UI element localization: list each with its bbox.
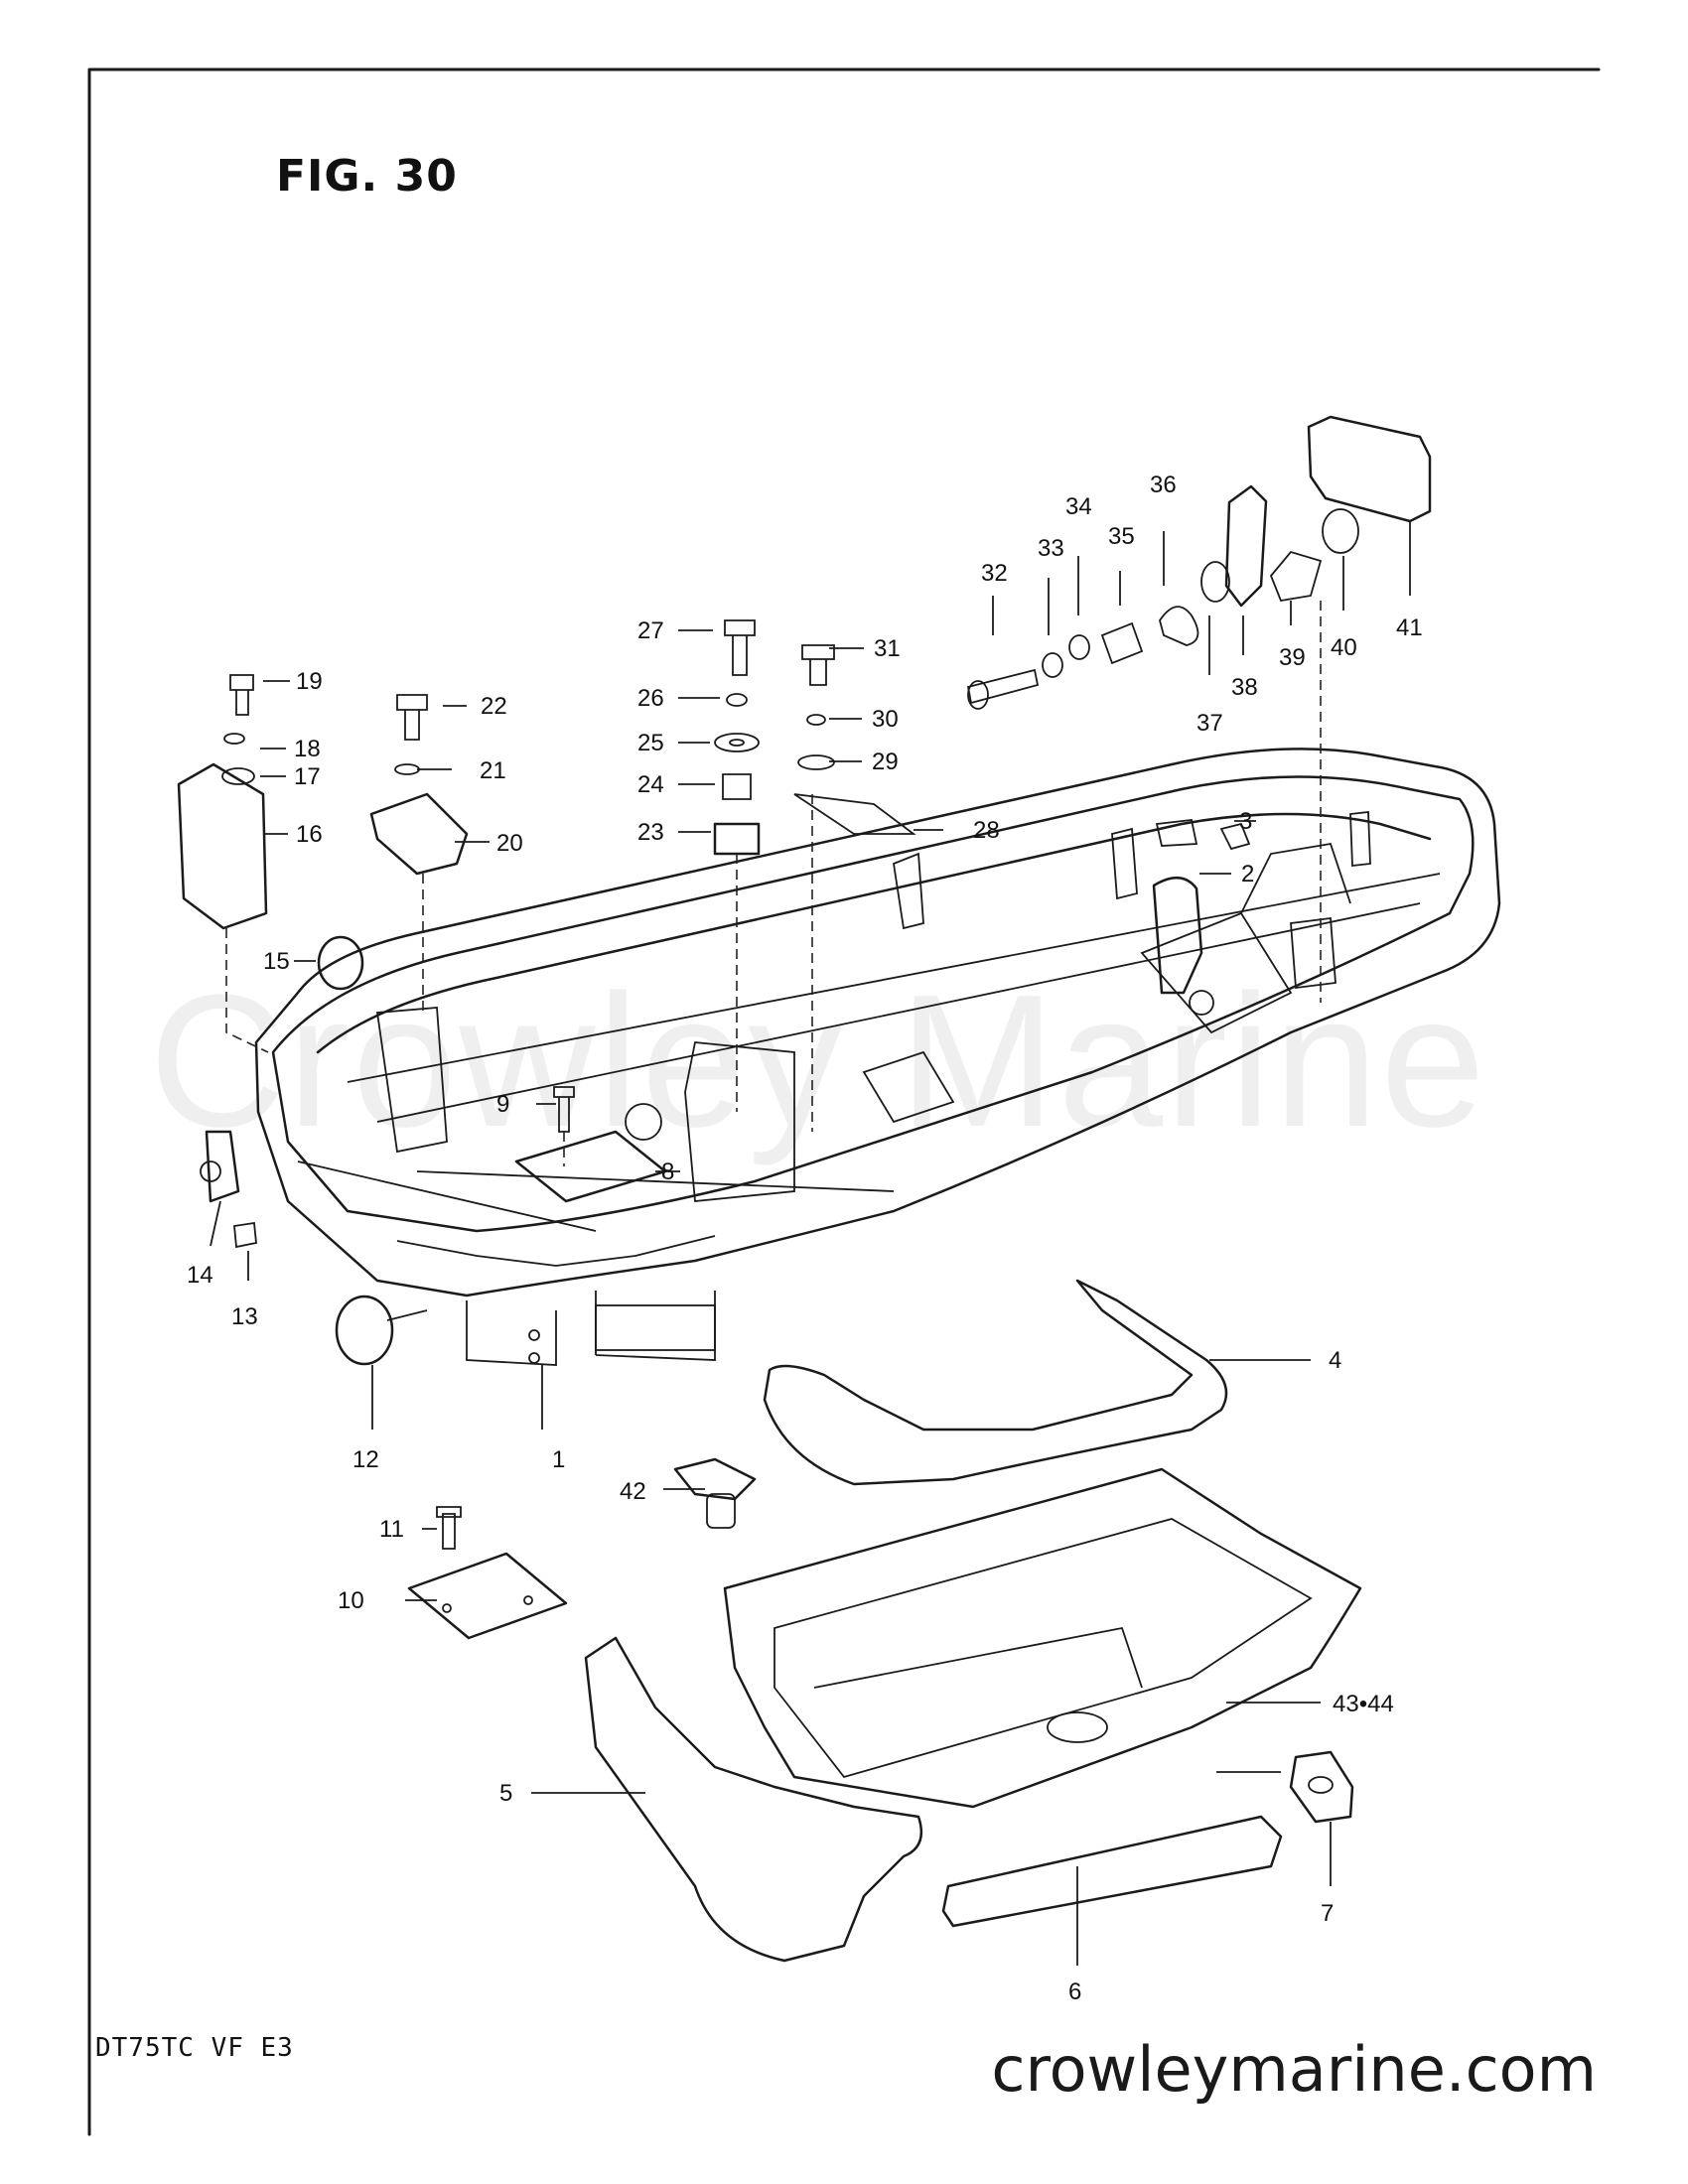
callout-39: 39: [1279, 644, 1306, 671]
figure-title: FIG. 30: [276, 151, 458, 202]
page-frame: [87, 68, 1601, 2136]
callout-2: 2: [1241, 861, 1254, 887]
callout-43-44: 43•44: [1333, 1691, 1394, 1717]
callout-26: 26: [637, 685, 664, 712]
part-42-fitting: [673, 1457, 757, 1501]
model-code: DT75TC VF E3: [95, 2033, 294, 2063]
callout-23: 23: [637, 819, 664, 846]
callout-19: 19: [296, 668, 323, 695]
part-43-44-pan: [723, 1467, 1362, 1809]
watermark: Crowley Marine: [149, 956, 1487, 1166]
callout-42: 42: [620, 1478, 646, 1505]
part-5-panel: [584, 1636, 923, 1963]
callout-27: 27: [637, 617, 664, 644]
callout-4: 4: [1329, 1347, 1341, 1374]
callout-21: 21: [480, 757, 506, 784]
callout-35: 35: [1108, 523, 1135, 550]
callout-28: 28: [973, 817, 1000, 844]
fastener-stack-center: [713, 619, 761, 1112]
part-8-plate: [514, 1130, 667, 1203]
callout-20: 20: [496, 830, 523, 857]
callout-13: 13: [231, 1303, 258, 1330]
part-16-bracket: [177, 762, 268, 930]
part-7-grommet: [1289, 1750, 1354, 1824]
callout-31: 31: [874, 635, 901, 662]
callout-labels: 1 2 3 4 5 6 7 8 9 10 11 12 13 14 15 16 1…: [187, 472, 1423, 2005]
lower-cover-body: [254, 748, 1501, 1366]
callout-34: 34: [1065, 493, 1092, 520]
callout-22: 22: [481, 693, 507, 720]
part-20-bracket: [369, 792, 469, 876]
callout-29: 29: [872, 749, 899, 775]
callout-16: 16: [296, 821, 323, 848]
callout-18: 18: [294, 736, 321, 762]
part-15-grommet: [317, 935, 364, 991]
part-14-grommet: [205, 1130, 240, 1203]
part-4-seal: [763, 1279, 1228, 1486]
callout-37: 37: [1196, 710, 1223, 737]
callout-7: 7: [1321, 1900, 1334, 1927]
part-10-plate: [407, 1552, 568, 1640]
callout-41: 41: [1396, 614, 1423, 641]
fastener-stack-right: [793, 644, 916, 1132]
callout-3: 3: [1239, 808, 1252, 835]
callout-1: 1: [552, 1446, 565, 1473]
callout-30: 30: [872, 706, 899, 733]
callout-9: 9: [496, 1091, 509, 1118]
callout-36: 36: [1150, 472, 1177, 498]
callout-8: 8: [661, 1159, 674, 1185]
latch-hardware: [966, 415, 1432, 1003]
callout-17: 17: [294, 763, 321, 790]
callout-33: 33: [1038, 535, 1064, 562]
callout-14: 14: [187, 1262, 213, 1289]
callout-24: 24: [637, 771, 664, 798]
part-12-plug: [335, 1295, 394, 1366]
callout-32: 32: [981, 560, 1008, 587]
callout-11: 11: [379, 1516, 404, 1543]
part-3-clip: [1155, 819, 1198, 847]
leader-lines: [210, 521, 1411, 1966]
callout-25: 25: [637, 730, 664, 756]
part-11-screw: [436, 1506, 462, 1550]
callout-5: 5: [499, 1780, 512, 1807]
callout-12: 12: [352, 1446, 379, 1473]
callout-10: 10: [338, 1587, 364, 1614]
callout-40: 40: [1331, 634, 1357, 661]
part-2-lever: [1152, 877, 1203, 995]
part-13-clip: [233, 1221, 257, 1249]
part-6-panel: [941, 1815, 1283, 1928]
callout-6: 6: [1068, 1979, 1081, 2005]
callout-15: 15: [263, 948, 290, 975]
site-url[interactable]: crowleymarine.com: [991, 2033, 1597, 2106]
callout-38: 38: [1231, 674, 1258, 701]
